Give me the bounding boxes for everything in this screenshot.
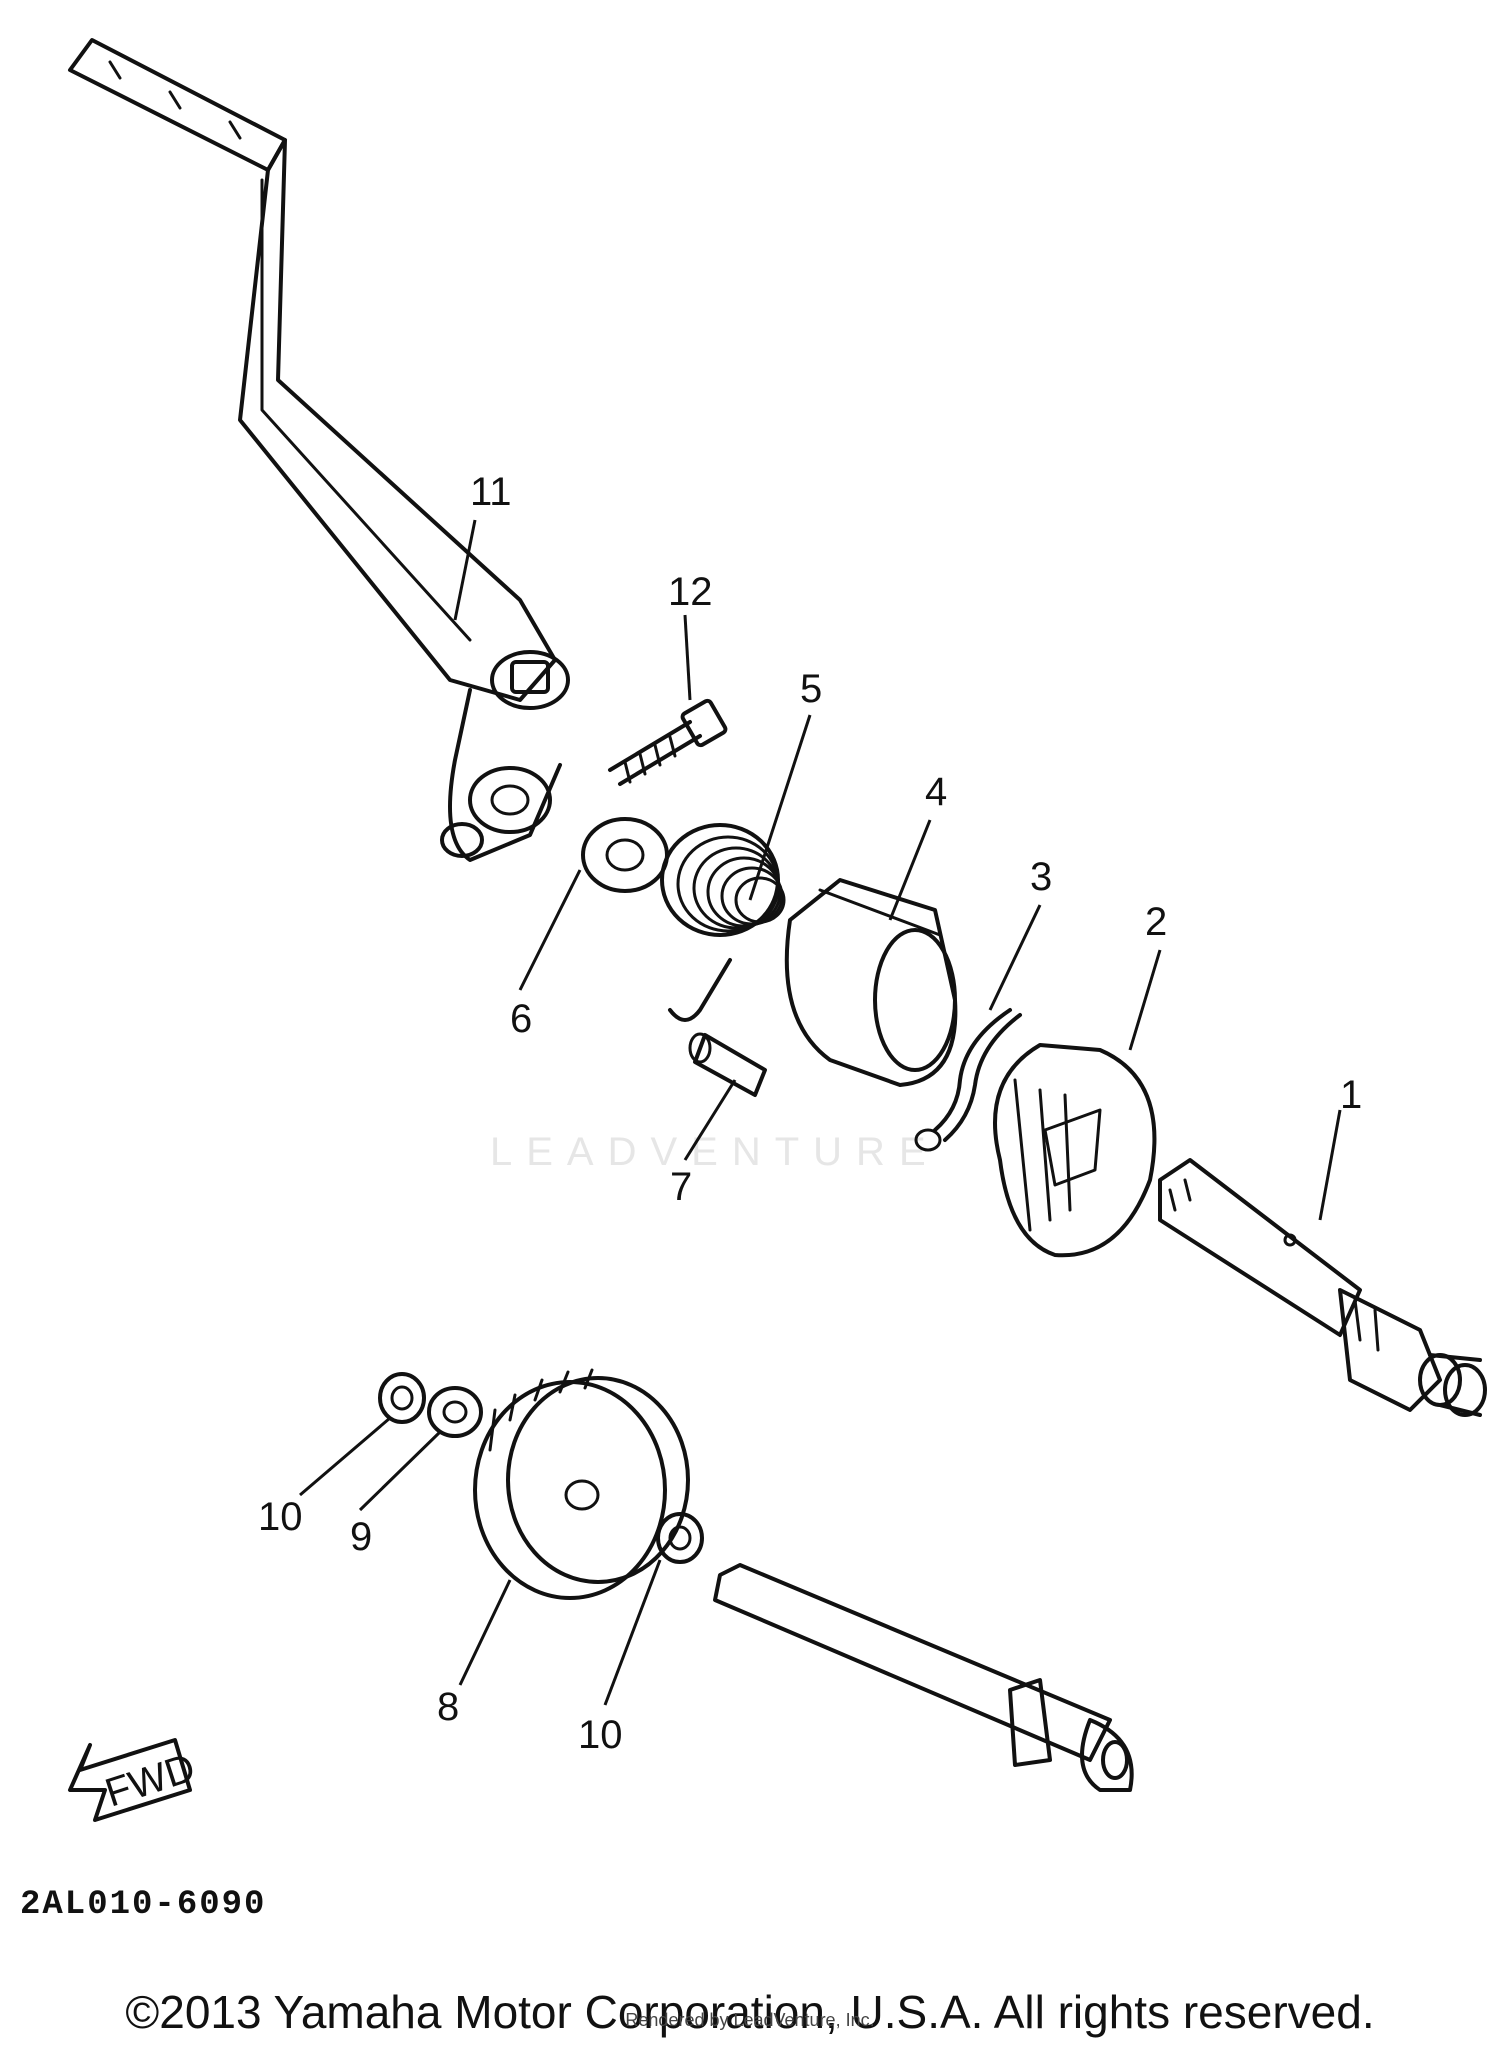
circlip-upper	[378, 1372, 426, 1424]
circlip-lower	[656, 1512, 704, 1564]
kick-lever	[68, 38, 570, 862]
clip	[914, 1008, 1022, 1152]
callout-6: 6	[510, 997, 532, 1041]
leader-lines	[299, 519, 1342, 1706]
callout-10-lower: 10	[578, 1713, 623, 1757]
oil-seal	[581, 817, 669, 893]
washer	[427, 1386, 483, 1438]
callout-4: 4	[925, 770, 947, 814]
callout-1: 1	[1340, 1073, 1362, 1117]
callout-10-upper: 10	[258, 1495, 303, 1539]
fwd-label: FWD	[100, 1746, 200, 1816]
ratchet-wheel	[993, 1043, 1157, 1258]
callout-5: 5	[800, 667, 822, 711]
kick-spring	[660, 823, 786, 1022]
callout-2: 2	[1145, 900, 1167, 944]
callout-8: 8	[437, 1685, 459, 1729]
idle-gear-shaft	[713, 1563, 1134, 1792]
watermark: LEADVENTURE	[490, 1130, 940, 1174]
kick-axle	[1158, 1158, 1487, 1417]
fwd-arrow-icon: FWD	[68, 1738, 200, 1822]
callout-9: 9	[350, 1515, 372, 1559]
callout-7: 7	[670, 1165, 692, 1209]
idle-gear	[473, 1368, 690, 1600]
callout-3: 3	[1030, 855, 1052, 899]
copyright-notice: ©2013 Yamaha Motor Corporation, U.S.A. A…	[125, 1986, 1375, 2038]
pin	[688, 1032, 767, 1097]
diagram-code: 2AL010-6090	[20, 1886, 267, 1924]
spring-guide	[784, 878, 958, 1087]
callout-12: 12	[668, 570, 713, 614]
rendered-by-note: Rendered by LeadVenture, Inc.	[625, 2010, 875, 2030]
bolt	[608, 698, 728, 786]
callout-11: 11	[470, 470, 512, 514]
